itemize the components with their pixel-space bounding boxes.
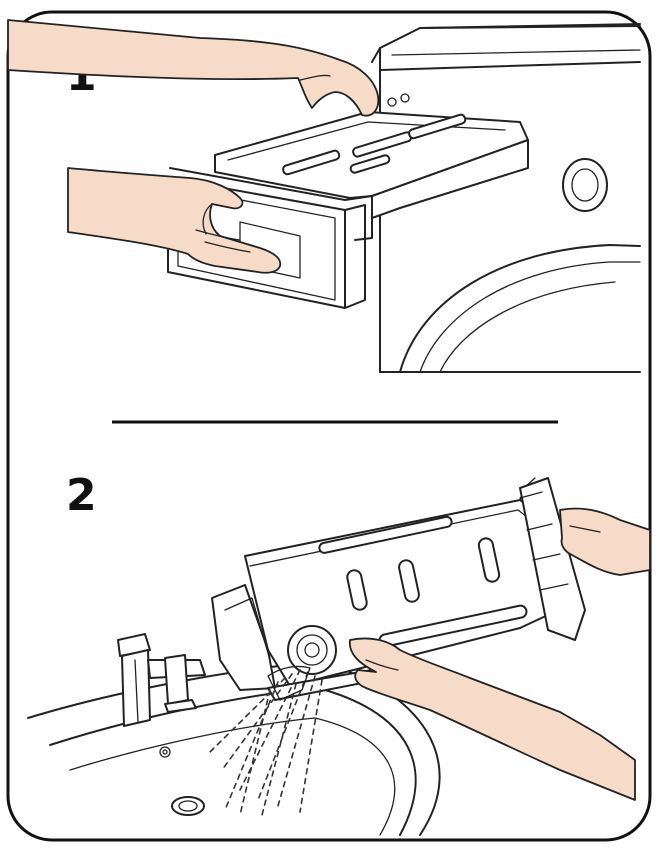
- machine-door: [399, 244, 641, 373]
- step-2-number: 2: [66, 470, 97, 521]
- hand-top-step1: [7, 19, 380, 117]
- water-spray: [209, 665, 323, 816]
- control-knob: [562, 158, 608, 212]
- step-1-panel: 1: [7, 19, 641, 373]
- drawer-end-face: [519, 477, 586, 641]
- hand-front-step1: [67, 167, 282, 274]
- detergent-drawer-removed: [211, 477, 586, 701]
- hand-right-step2: [559, 507, 651, 576]
- faucet: [117, 633, 206, 727]
- detergent-drawer-pulled: [167, 93, 529, 309]
- washing-machine: [371, 23, 641, 373]
- hand-bottom-step2: [348, 637, 636, 801]
- step-2-panel: 2: [27, 470, 651, 836]
- sink-drain: [171, 796, 205, 816]
- siphon-cap: [287, 625, 337, 675]
